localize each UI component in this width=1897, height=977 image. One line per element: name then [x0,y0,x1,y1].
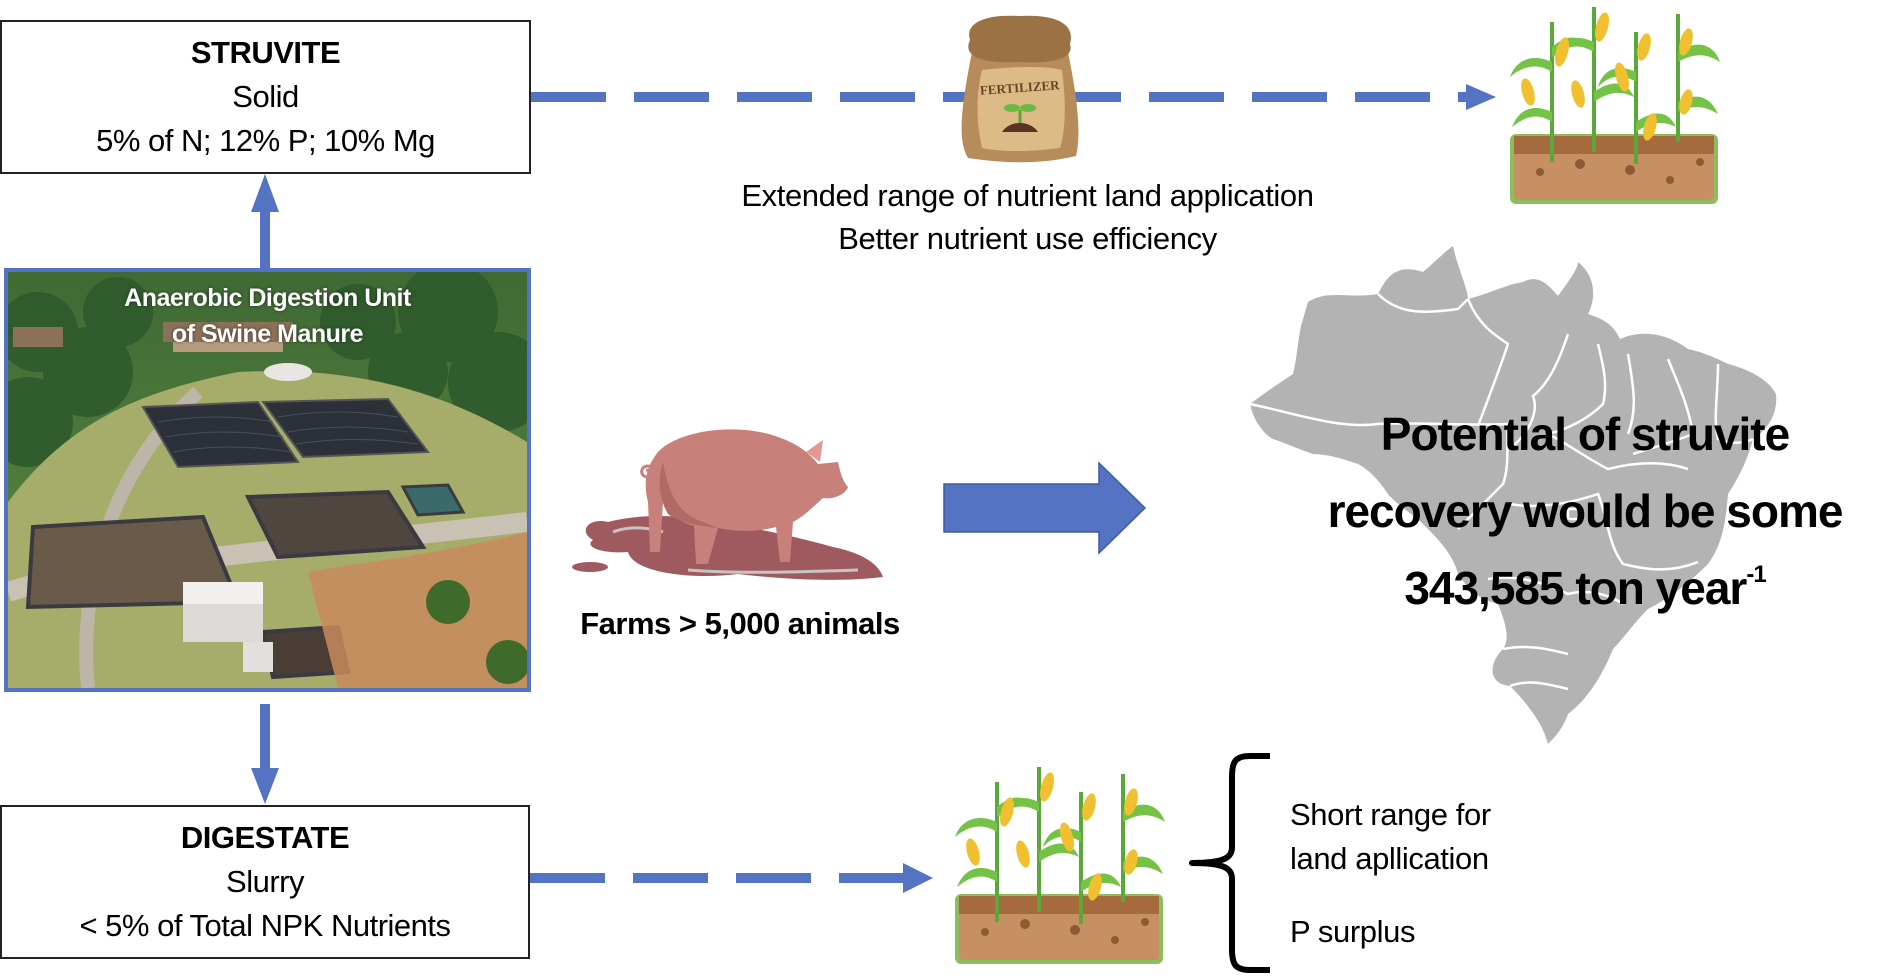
potential-line2: recovery would be some [1327,485,1844,537]
digestate-composition: < 5% of Total NPK Nutrients [79,908,451,943]
pig-ear [806,440,823,462]
curly-brace [1189,753,1270,973]
corn-leaves [955,797,1165,892]
pig-icon [572,429,883,580]
arrow-down-shaft [260,704,270,770]
corn-stalks [1550,7,1680,164]
digestate-box: DIGESTATE Slurry < 5% of Total NPK Nutri… [0,805,530,959]
potential-unit-superscript: -1 [1746,561,1766,588]
digestate-state: Slurry [226,864,304,899]
soil-bed [955,894,1163,964]
benefit-extended-range: Extended range of nutrient land applicat… [741,178,1314,213]
manure-splash [572,562,608,572]
struvite-state: Solid [232,79,299,114]
arrow-down-head [251,768,279,804]
anaerobic-digestion-plant-photo [8,272,527,688]
pig-body [645,429,848,564]
corn-crops-icon-bottom [955,767,1165,964]
big-arrow-right [943,461,1147,555]
digestate-note-short-range: Short range for land apllication [1290,793,1491,881]
big-arrow-shape [943,461,1147,555]
note-short-range-line2: land apllication [1290,841,1489,876]
arrow-up-head [251,174,279,212]
brazil-state-borders [1249,293,1754,691]
potential-line3: 343,585 ton year-1 [1290,550,1880,627]
struvite-benefits: Extended range of nutrient land applicat… [660,174,1395,260]
pig-tail [640,464,654,479]
corn-crops-icon-top [1510,7,1720,204]
note-short-range-line1: Short range for [1290,797,1491,832]
dashed-arrow-top-head [1466,84,1496,110]
dashed-arrow-bottom-head [903,863,933,893]
arrow-up-shaft [260,210,270,268]
fertilizer-bag-label: FERTILIZER [979,77,1060,98]
brazil-map-shape [1250,246,1777,744]
dashed-arrow-digestate-to-crops [530,863,933,893]
struvite-box: STRUVITE Solid 5% of N; 12% P; 10% Mg [0,20,531,174]
photo-title-line2: of Swine Manure [171,320,364,348]
photo-title: Anaerobic Digestion Unit of Swine Manure [8,280,527,352]
potential-line1: Potential of struvite [1380,408,1790,460]
open-lagoon-2 [244,489,427,560]
arrow-down-to-digestate [251,704,279,804]
struvite-title: STRUVITE [190,35,341,70]
photo-title-line1: Anaerobic Digestion Unit [124,284,411,312]
farms-label: Farms > 5,000 animals [580,606,900,641]
anaerobic-digestion-photo: Anaerobic Digestion Unit of Swine Manure [4,268,531,692]
potential-value: 343,585 ton year [1404,562,1747,614]
corn-cobs [1521,12,1693,141]
fertilizer-bag-icon: FERTILIZER [961,15,1079,163]
corn-stalks [995,767,1125,924]
struvite-composition: 5% of N; 12% P; 10% Mg [96,123,435,158]
brazil-map [1249,246,1777,744]
corn-cobs [966,772,1138,901]
digestate-title: DIGESTATE [180,820,350,855]
digestate-note-p-surplus: P surplus [1290,914,1416,949]
benefit-efficiency: Better nutrient use efficiency [838,221,1217,256]
arrow-up-to-struvite [251,174,279,268]
soil-bed [1510,134,1718,204]
struvite-potential-statement: Potential of struvite recovery would be … [1290,396,1880,627]
corn-leaves [1510,37,1720,132]
